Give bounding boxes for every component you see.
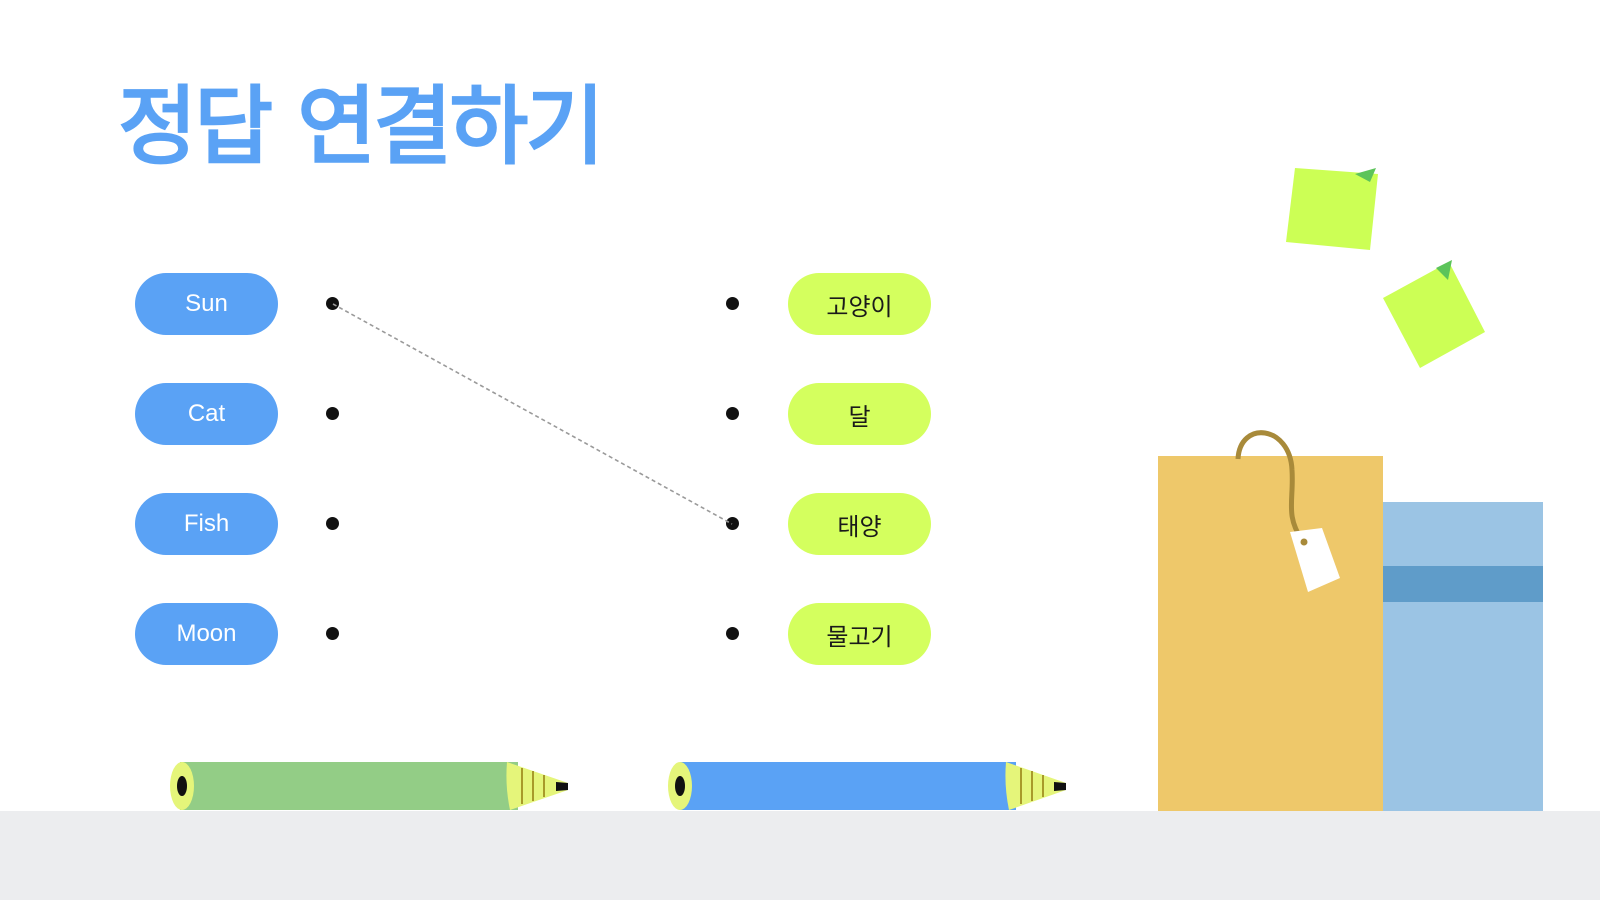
- right-connector-dot[interactable]: [726, 517, 739, 530]
- right-connector-dot[interactable]: [726, 297, 739, 310]
- right-item-label: 물고기: [826, 622, 893, 651]
- right-item-label: 고양이: [826, 292, 893, 321]
- left-item-moon[interactable]: Moon: [135, 603, 278, 665]
- left-item-label: Sun: [185, 290, 228, 317]
- page-title: 정답 연결하기: [118, 77, 605, 177]
- right-item-cat-ko[interactable]: 고양이: [788, 273, 931, 335]
- right-item-moon-ko[interactable]: 달: [788, 383, 931, 445]
- blue-pencil-illustration: [668, 762, 1066, 810]
- left-item-label: Cat: [187, 400, 226, 427]
- floor: [0, 811, 1600, 900]
- right-item-fish-ko[interactable]: 물고기: [788, 603, 931, 665]
- right-item-label: 태양: [837, 512, 882, 541]
- left-connector-dot[interactable]: [326, 407, 339, 420]
- right-connector-dot[interactable]: [726, 627, 739, 640]
- right-connector-dot[interactable]: [726, 407, 739, 420]
- green-pencil-illustration: [170, 762, 568, 810]
- right-item-label: 달: [848, 402, 871, 431]
- left-item-fish[interactable]: Fish: [135, 493, 278, 555]
- left-connector-dot[interactable]: [326, 297, 339, 310]
- shopping-bag-illustration: [1158, 430, 1383, 811]
- left-item-sun[interactable]: Sun: [135, 273, 278, 335]
- left-item-cat[interactable]: Cat: [135, 383, 278, 445]
- sticky-note-illustration: [1286, 168, 1378, 250]
- sticky-note-illustration: [1383, 260, 1485, 368]
- left-connector-dot[interactable]: [326, 627, 339, 640]
- left-item-label: Fish: [183, 510, 230, 537]
- left-item-label: Moon: [176, 620, 237, 647]
- right-item-sun-ko[interactable]: 태양: [788, 493, 931, 555]
- connection-line: [332, 303, 733, 525]
- box-illustration: [1383, 502, 1543, 811]
- left-connector-dot[interactable]: [326, 517, 339, 530]
